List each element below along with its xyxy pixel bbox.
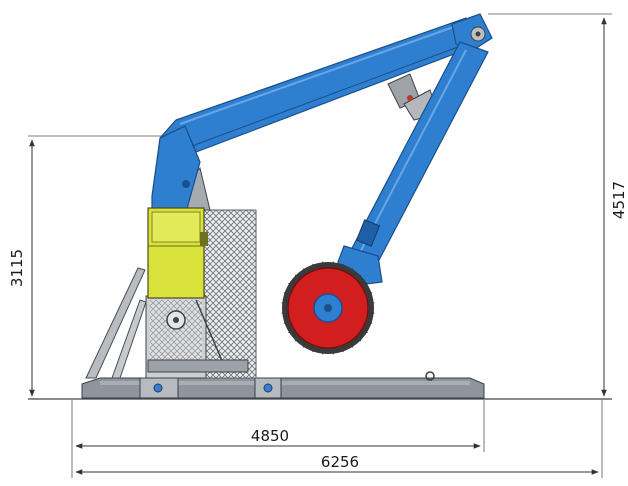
- dimension-height-right: 4517: [488, 13, 628, 397]
- dimension-label-3115: 3115: [8, 249, 26, 287]
- dimension-height-left: 3115: [8, 135, 162, 397]
- dimension-label-4850: 4850: [251, 427, 289, 445]
- base-frame: [81, 371, 485, 399]
- mesh-guard: [203, 209, 257, 379]
- dimension-length-total: 6256: [75, 400, 603, 478]
- dimension-label-6256: 6256: [321, 453, 359, 471]
- operator-cab: [147, 207, 208, 299]
- dimension-label-4517: 4517: [610, 181, 628, 219]
- saw-blade: [281, 261, 375, 355]
- support-struts: [85, 267, 147, 379]
- engine-housing: [145, 295, 249, 379]
- dimension-length-base: 4850: [71, 400, 485, 478]
